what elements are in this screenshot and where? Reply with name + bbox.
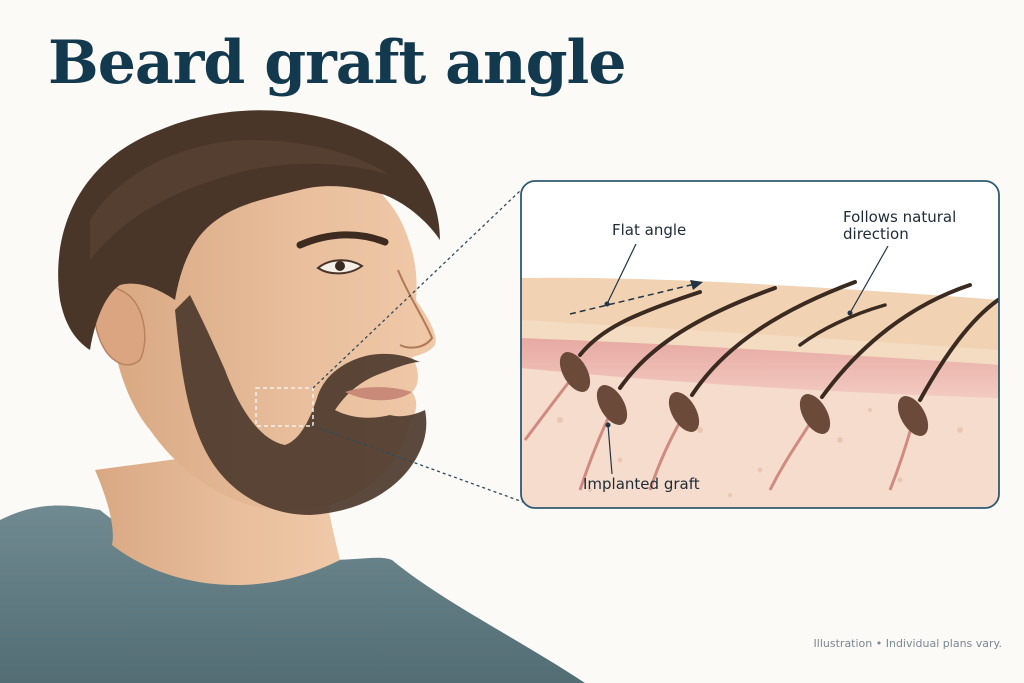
arrow-head bbox=[690, 280, 703, 290]
footer-disclaimer: Illustration • Individual plans vary. bbox=[813, 637, 1002, 650]
label-implanted-graft: Implanted graft bbox=[583, 475, 700, 493]
page-title: Beard graft angle bbox=[48, 28, 626, 98]
label-flat-angle: Flat angle bbox=[612, 221, 687, 239]
hair-grafts bbox=[523, 280, 999, 491]
inset-frame bbox=[520, 180, 1000, 509]
label-follows-natural-direction: Follows natural direction bbox=[843, 209, 956, 243]
lips bbox=[345, 387, 412, 401]
label-follows-line-2: direction bbox=[843, 225, 909, 243]
subcutaneous-layer bbox=[521, 368, 999, 508]
eyebrow bbox=[296, 231, 389, 249]
connector-line-bottom bbox=[312, 425, 524, 503]
skin-cross-section bbox=[520, 180, 1000, 509]
man-portrait bbox=[0, 110, 585, 683]
flat-angle-arrow bbox=[569, 283, 696, 315]
label-follows-line-1: Follows natural bbox=[843, 208, 957, 226]
beard bbox=[175, 295, 427, 515]
dermis-layer bbox=[521, 338, 999, 400]
graft-region-marker bbox=[255, 387, 314, 427]
nose bbox=[397, 269, 434, 349]
